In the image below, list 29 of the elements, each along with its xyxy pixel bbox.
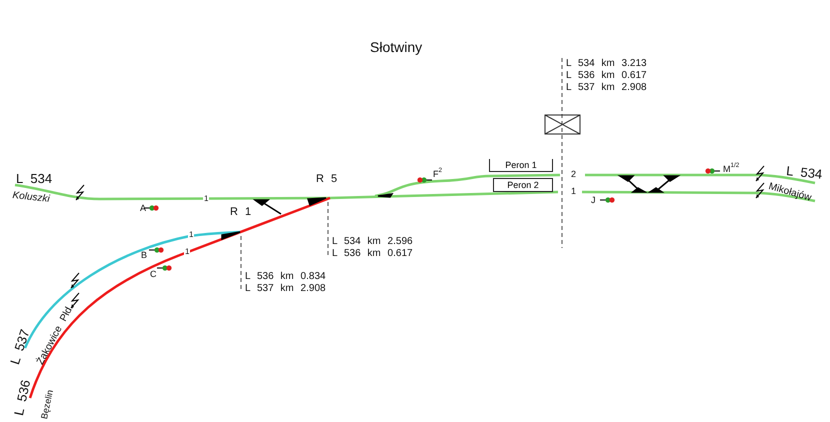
line-number: L 536 [12,378,32,417]
signal-label: J [591,196,596,205]
line-number: L 534 [16,172,52,185]
station-title: Słotwiny [370,40,422,54]
kilometre-label: L 536 km 0.617 [566,71,647,81]
track-number: 1 [203,195,210,203]
line-number: L 534 [786,164,823,181]
track-number: 1 [184,248,190,256]
track-number: 1 [188,231,194,239]
platform-box: Peron 1 [489,159,553,172]
kilometre-label: L 536 km 0.834 [245,272,326,282]
track-number: 1 [570,187,578,196]
direction-label: Bęzelin [40,389,55,420]
track-number: 2 [570,170,578,179]
line-number: L 537 [8,328,32,366]
direction-label: Koluszki [12,191,50,205]
kilometre-label: L 537 km 2.908 [245,284,326,294]
signal-label: A [140,204,146,213]
kilometre-label: L 534 km 3.213 [566,59,647,69]
kilometre-label: L 536 km 0.617 [332,249,413,259]
kilometre-label: L 537 km 2.908 [566,83,647,93]
kilometre-label: L 534 km 2.596 [332,237,413,247]
platform-box: Peron 2 [493,178,553,192]
switch-label: R 1 [230,207,252,218]
signal-label: C [150,270,156,279]
signal-label: B [141,251,148,260]
signal-label: M$^{1/2}$ [723,165,740,174]
switch-label: R 5 [316,174,338,185]
signal-label: F$^{2}$ [433,170,442,179]
